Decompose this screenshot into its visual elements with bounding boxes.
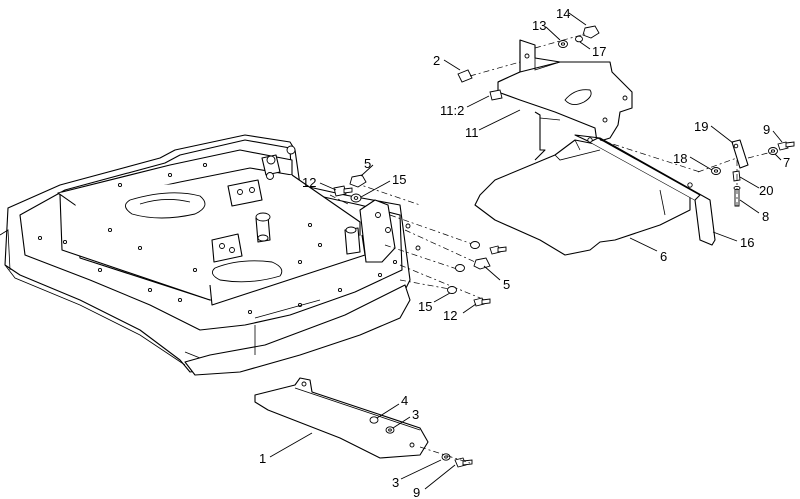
side-hardware: [329, 174, 507, 307]
callout-labels: 14 13 17 2 11:2 11 19 9 18 7 20 8 16 6 5…: [259, 6, 790, 499]
callout-14: 14: [556, 6, 570, 21]
callout-7: 7: [783, 155, 790, 170]
callout-17: 17: [592, 44, 606, 59]
callout-8: 8: [762, 209, 769, 224]
callout-9-top: 9: [763, 122, 770, 137]
mount-bracket: [457, 25, 633, 161]
callout-20: 20: [759, 183, 773, 198]
shield-plate: [474, 139, 691, 256]
lower-guard: [254, 377, 473, 468]
callout-6: 6: [660, 249, 667, 264]
callout-3-bottom: 3: [392, 475, 399, 490]
callout-1: 1: [259, 451, 266, 466]
callout-11: 11: [465, 125, 479, 140]
callout-3-top: 3: [412, 407, 419, 422]
mower-deck: [0, 134, 411, 376]
callout-11-2: 11:2: [440, 103, 464, 118]
callout-12-bottom: 12: [443, 308, 457, 323]
callout-4: 4: [401, 393, 408, 408]
callout-5-top: 5: [364, 156, 371, 171]
link-hardware: [711, 139, 795, 207]
callout-19: 19: [694, 119, 708, 134]
callout-9-bottom: 9: [413, 485, 420, 499]
leader-lines: [269, 12, 783, 490]
callout-18: 18: [673, 151, 687, 166]
angle-bar: [574, 134, 746, 246]
callout-13: 13: [532, 18, 546, 33]
callout-5-bottom: 5: [503, 277, 510, 292]
callout-2: 2: [433, 53, 440, 68]
callout-15-bottom: 15: [418, 299, 432, 314]
callout-15-top: 15: [392, 172, 406, 187]
callout-12-top: 12: [302, 175, 316, 190]
callout-16: 16: [740, 235, 754, 250]
